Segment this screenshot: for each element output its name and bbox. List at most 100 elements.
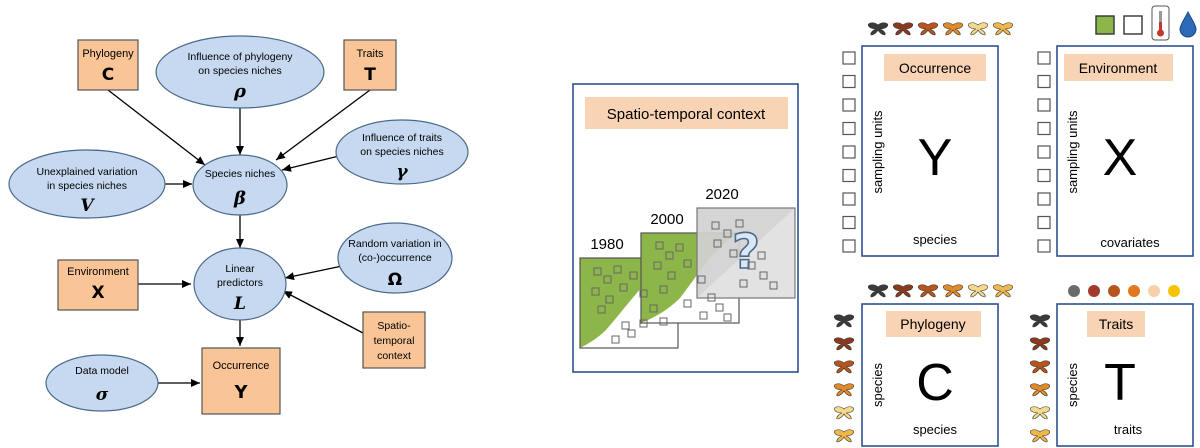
sample-site-square xyxy=(619,283,628,292)
node-omega-line1: Random variation in xyxy=(348,238,442,250)
habitat-square-icon xyxy=(1095,15,1115,35)
sample-site-square xyxy=(621,321,630,330)
matrix-occurrence: Occurrence Y species sampling units xyxy=(861,45,999,257)
matrix-environment-symbol: X xyxy=(1103,129,1138,187)
sampling-unit-square xyxy=(1037,145,1051,159)
sampling-unit-square xyxy=(842,215,856,230)
sample-site-square xyxy=(665,251,674,260)
sample-site-square xyxy=(675,243,684,252)
sample-site-square xyxy=(659,317,668,326)
node-gamma-symbol: γ xyxy=(396,162,408,182)
node-phylogeny-label: Phylogeny xyxy=(82,48,134,60)
node-environment-label: Environment xyxy=(67,266,129,278)
node-rho-line2: on species niches xyxy=(198,65,281,77)
sampling-unit-square xyxy=(842,98,856,112)
trait-dot xyxy=(1128,285,1140,297)
node-v: Unexplained variation in species niches … xyxy=(8,149,166,219)
node-sigma-symbol: σ xyxy=(96,385,109,405)
matrix-environment-title-bg xyxy=(1064,54,1173,81)
model-dag: Phylogeny C Traits T Influence of phylog… xyxy=(8,35,469,415)
moth-icon xyxy=(943,22,963,36)
sample-site-square xyxy=(605,295,614,304)
year-label-2000: 2000 xyxy=(650,211,683,228)
sample-site-square xyxy=(757,251,766,260)
decorative-marks xyxy=(834,22,1180,443)
node-omega-symbol: Ω xyxy=(388,270,402,290)
sample-site-square xyxy=(649,304,658,313)
sampling-unit-square xyxy=(1037,239,1051,253)
sample-site-square xyxy=(683,299,692,308)
moth-icon xyxy=(834,360,854,374)
node-phylogeny: Phylogeny C xyxy=(77,39,139,91)
node-l-line2: predictors xyxy=(217,277,263,289)
trait-dot xyxy=(1168,285,1180,297)
node-spatio-temporal: Spatio- temporal context xyxy=(362,311,426,369)
matrix-environment: Environment X covariates sampling units xyxy=(1056,45,1194,257)
thermometer-icon xyxy=(1151,5,1170,41)
moth-icon xyxy=(868,22,888,36)
moth-icon xyxy=(834,406,854,420)
sample-site-square xyxy=(603,275,612,284)
sample-site-square xyxy=(653,261,662,270)
matrix-traits-symbol: T xyxy=(1104,354,1136,412)
sample-site-square xyxy=(591,287,600,296)
arrow-traits-beta xyxy=(275,89,371,161)
moth-icon xyxy=(918,22,938,36)
node-sigma-label: Data model xyxy=(75,365,129,377)
moth-icon xyxy=(993,22,1013,36)
node-gamma: Influence of traits on species niches γ xyxy=(335,119,469,185)
sampling-unit-square xyxy=(842,168,856,183)
moth-icon xyxy=(834,314,854,328)
node-l: Linear predictors L xyxy=(193,247,287,321)
sample-site-square xyxy=(639,319,648,328)
node-l-symbol: L xyxy=(233,294,246,314)
matrix-phylogeny-col-label: species xyxy=(913,422,958,437)
context-title-bg xyxy=(585,97,788,129)
sample-site-square xyxy=(739,279,748,288)
matrix-occurrence-row-label: sampling units xyxy=(870,110,885,194)
sampling-unit-square xyxy=(1037,98,1051,112)
sample-site-square xyxy=(639,289,648,298)
sampling-unit-square xyxy=(1037,192,1051,206)
node-beta: Species niches β xyxy=(192,154,288,216)
sample-site-square xyxy=(715,303,724,312)
sampling-unit-square xyxy=(842,74,856,89)
sampling-unit-square xyxy=(842,51,856,65)
matrix-traits: Traits T traits species xyxy=(1056,303,1194,447)
moth-icon xyxy=(834,383,854,397)
node-traits: Traits T xyxy=(343,39,397,91)
node-traits-symbol: T xyxy=(364,65,376,85)
node-sigma: Data model σ xyxy=(45,354,159,412)
moth-icon xyxy=(968,22,988,36)
node-occurrence: Occurrence Y xyxy=(201,347,281,415)
sample-site-square xyxy=(729,249,738,258)
matrix-phylogeny-symbol: C xyxy=(916,354,954,412)
spatio-temporal-panel: Spatio-temporal context 1980 2000 2020 ? xyxy=(572,83,799,373)
node-beta-label: Species niches xyxy=(205,168,276,180)
node-omega-line2: (co-)occurrence xyxy=(358,252,432,264)
sampling-unit-square xyxy=(842,192,856,206)
sample-site-square xyxy=(627,329,636,338)
moth-icon xyxy=(834,429,854,443)
node-v-symbol: V xyxy=(80,196,95,216)
sampling-unit-square xyxy=(842,145,856,159)
sample-site-square xyxy=(723,313,732,322)
sampling-unit-square xyxy=(1037,168,1051,183)
node-phylogeny-symbol: C xyxy=(102,65,114,85)
sample-site-square xyxy=(707,293,716,302)
node-rho-symbol: ρ xyxy=(233,81,247,102)
matrix-occurrence-title: Occurrence xyxy=(899,60,972,76)
node-l-line1: Linear xyxy=(225,263,255,275)
node-spatio-line1: Spatio- xyxy=(377,320,411,332)
moth-icon xyxy=(1030,314,1050,328)
sample-site-square xyxy=(611,335,620,344)
node-spatio-line3: context xyxy=(377,350,411,362)
sample-site-square xyxy=(659,285,668,294)
matrix-phylogeny-row-label: species xyxy=(870,362,885,407)
node-omega: Random variation in (co-)occurrence Ω xyxy=(337,222,453,294)
moth-icon xyxy=(993,284,1013,298)
sample-site-square xyxy=(613,265,622,274)
sample-site-square xyxy=(759,271,768,280)
sample-site-square xyxy=(711,221,720,230)
